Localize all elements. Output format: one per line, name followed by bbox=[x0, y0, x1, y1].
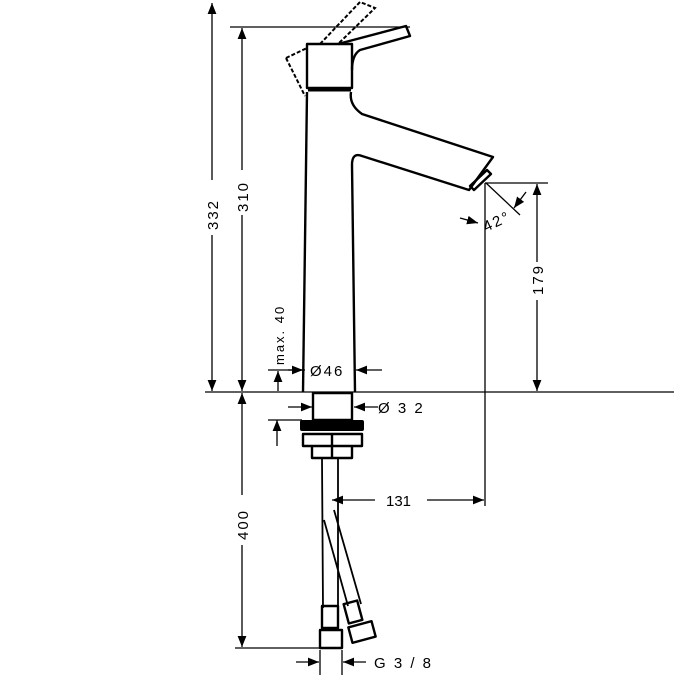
dimension-connection: G 3 / 8 bbox=[296, 650, 433, 675]
dimension-projection: 131 bbox=[332, 493, 484, 510]
mounting-bracket bbox=[301, 432, 364, 460]
label-310: 310 bbox=[235, 181, 252, 212]
lever-handle bbox=[337, 24, 412, 71]
label-diameter-46: Ø46 bbox=[310, 363, 344, 380]
handle-body bbox=[305, 42, 354, 90]
label-diameter-32: Ø 3 2 bbox=[378, 400, 425, 417]
dimension-outlet-height: 179 bbox=[484, 182, 548, 506]
dimension-overall-height: 332 bbox=[205, 3, 222, 391]
aerator bbox=[468, 168, 493, 192]
label-179: 179 bbox=[530, 264, 547, 295]
label-131: 131 bbox=[386, 493, 411, 510]
hose-fitting-angled bbox=[342, 599, 364, 625]
dimension-shank-diameter: Ø 3 2 bbox=[288, 400, 425, 417]
hose-nut-angled bbox=[347, 619, 377, 645]
label-400: 400 bbox=[235, 509, 252, 540]
label-g-3-8: G 3 / 8 bbox=[374, 655, 433, 672]
hose-fitting-straight bbox=[320, 604, 340, 630]
label-max-40: max. 40 bbox=[272, 305, 287, 365]
shank bbox=[311, 391, 354, 422]
hose-nut-straight bbox=[318, 628, 344, 650]
supply-hoses bbox=[321, 458, 362, 609]
dimension-hose-length: 400 bbox=[235, 393, 330, 649]
dimension-deck-thickness: max. 40 bbox=[268, 305, 305, 446]
dimension-spray-angle: 42° bbox=[459, 182, 527, 236]
body-spout bbox=[349, 91, 495, 393]
label-332: 332 bbox=[205, 199, 222, 230]
dimension-body-diameter: Ø46 bbox=[288, 363, 382, 380]
body-left bbox=[301, 91, 309, 393]
dimension-spout-height: 310 bbox=[230, 26, 410, 391]
mounting-nut bbox=[300, 420, 364, 431]
lever-open-dashed bbox=[285, 0, 377, 97]
